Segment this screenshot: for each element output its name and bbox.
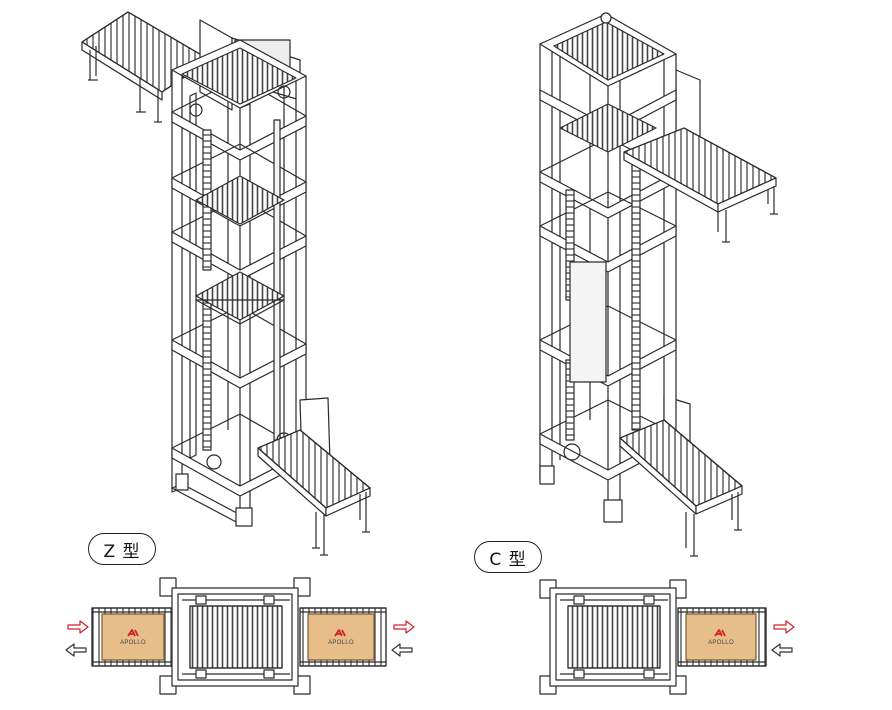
z-bottom-conveyor: [257, 397, 371, 556]
arrow-left-outline-icon: [771, 643, 793, 657]
c-type-plan-view: [539, 579, 795, 695]
arrow-right-outline-icon: [67, 620, 89, 634]
z-left-box: [101, 613, 165, 661]
z-type-plan-view: [65, 577, 415, 695]
z-type-label: Z 型: [88, 533, 156, 565]
box-brand-text: APOLLO: [328, 640, 354, 646]
c-tower-frame: [539, 12, 701, 523]
c-type-label: C 型: [474, 541, 542, 573]
apollo-logo-icon: [334, 629, 346, 637]
arrow-left-outline-icon: [65, 643, 87, 657]
c-bottom-conveyor: [619, 419, 743, 557]
arrow-right-outline-icon: [393, 620, 415, 634]
z-type-lift-illustration: [81, 11, 371, 556]
box-brand-text: APOLLO: [708, 640, 734, 646]
z-tower-frame: [171, 19, 307, 527]
apollo-logo-icon: [127, 629, 139, 637]
arrow-right-outline-icon: [773, 620, 795, 634]
c-right-box: [685, 613, 757, 661]
apollo-logo-icon: [714, 629, 726, 637]
c-type-lift-illustration: [539, 12, 778, 557]
box-brand-text: APOLLO: [120, 640, 146, 646]
z-right-box: [307, 613, 375, 661]
c-top-conveyor: [623, 127, 778, 243]
arrow-left-outline-icon: [391, 643, 413, 657]
